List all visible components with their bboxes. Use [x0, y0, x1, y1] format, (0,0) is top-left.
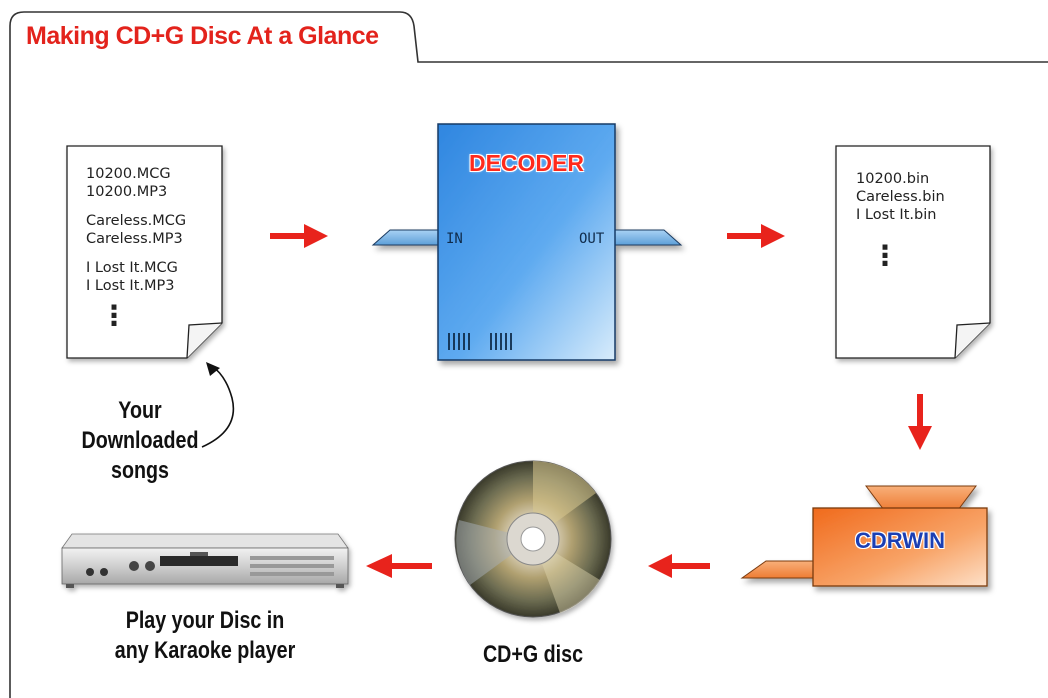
tab-frame	[9, 11, 1048, 698]
output-file-item: Careless.bin	[856, 189, 945, 205]
output-file-item: 10200.bin	[856, 171, 930, 187]
page-title: Making CD+G Disc At a Glance	[26, 22, 379, 50]
cd-disc-image	[454, 460, 612, 618]
caption-line: any Karaoke player	[114, 637, 296, 664]
arrow-to-player	[366, 554, 432, 578]
arrow-to-disc	[648, 554, 710, 578]
arrow-to-output-files	[727, 224, 785, 248]
burner-label: CDRWIN	[813, 528, 987, 554]
source-file-group-2: Careless.MCG Careless.MP3	[86, 212, 186, 248]
output-files-document	[835, 145, 991, 359]
source-file-item: Careless.MCG	[86, 213, 187, 229]
burner-label-text: CDRWIN	[854, 528, 946, 553]
source-files-document	[66, 145, 223, 359]
output-files-continuation: ⋮	[871, 239, 899, 272]
source-file-group-1: 10200.MCG 10200.MP3	[86, 165, 171, 201]
arrow-to-decoder	[270, 224, 328, 248]
decoder-in-label: IN	[446, 231, 463, 247]
burner-box	[740, 485, 988, 587]
output-file-item: I Lost It.bin	[856, 207, 937, 223]
decoder-out-label: OUT	[579, 231, 605, 247]
curved-pointer-arrow	[201, 362, 235, 448]
source-file-item: 10200.MCG	[86, 166, 171, 182]
decoder-box	[371, 123, 683, 361]
decoder-label: DECODER	[468, 150, 584, 176]
downloaded-songs-caption: Your Downloaded songs	[74, 396, 205, 486]
source-files-continuation: ⋮	[100, 299, 128, 332]
decoder-pins	[448, 333, 512, 350]
source-file-item: I Lost It.MP3	[86, 278, 175, 294]
player-caption: Play your Disc in any Karaoke player	[111, 606, 300, 666]
cd-disc-caption: CD+G disc	[482, 641, 584, 668]
arrow-to-burner	[908, 394, 932, 450]
caption-line: songs	[111, 457, 169, 484]
caption-line: Your	[118, 397, 162, 424]
source-file-item: I Lost It.MCG	[86, 260, 178, 276]
source-file-item: Careless.MP3	[86, 231, 183, 247]
karaoke-player-image	[61, 533, 349, 588]
caption-line: Downloaded	[81, 427, 199, 454]
source-file-item: 10200.MP3	[86, 184, 168, 200]
caption-line: Play your Disc in	[125, 607, 285, 634]
output-files-list: 10200.bin Careless.bin I Lost It.bin	[856, 170, 945, 224]
source-file-group-3: I Lost It.MCG I Lost It.MP3	[86, 259, 178, 295]
